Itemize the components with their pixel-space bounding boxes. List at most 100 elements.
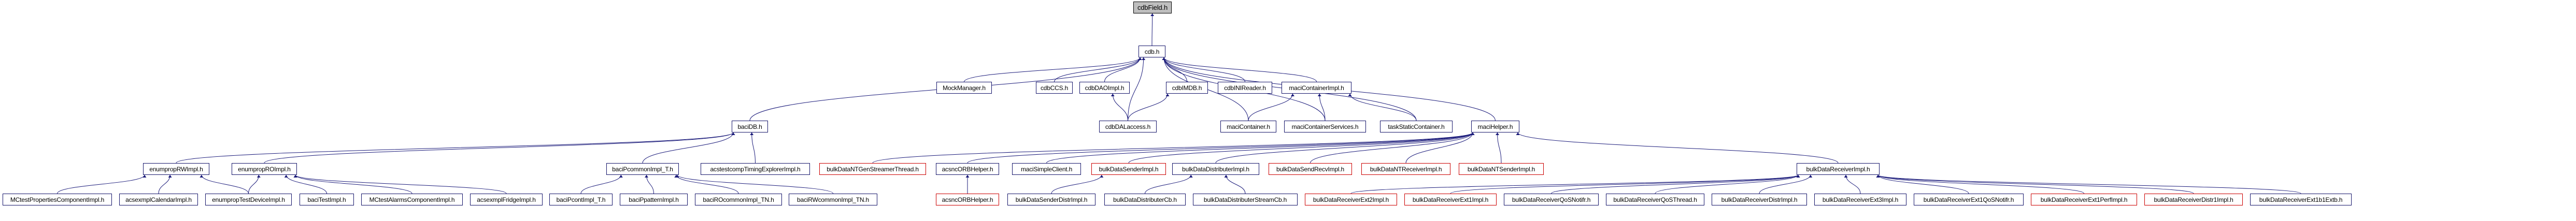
graph-node-bulkdatantreceiverimpl-h[interactable]: bulkDataNTReceiverImpl.h <box>1361 163 1450 175</box>
graph-node-cdbinireader-h[interactable]: cdbINIReader.h <box>1218 82 1272 94</box>
graph-node-bulkdatareceiverimpl-h[interactable]: bulkDataReceiverImpl.h <box>1797 163 1880 175</box>
graph-node-label: acsncORBHelper.h <box>942 196 993 203</box>
graph-node-label: bulkDataDistributerStreamCb.h <box>1203 196 1287 203</box>
graph-node-cdbdaoimpl-h[interactable]: cdbDAOImpl.h <box>1079 82 1130 94</box>
graph-node-bulkdatasenderimpl-h[interactable]: bulkDataSenderImpl.h <box>1091 163 1166 175</box>
graph-node-bulkdatareceiverdistr1impl-h[interactable]: bulkDataReceiverDistr1Impl.h <box>2144 194 2243 205</box>
graph-node-label: bulkDataReceiverExt3Impl.h <box>1822 196 1899 203</box>
graph-node-label: cdbINIReader.h <box>1224 84 1266 92</box>
graph-node-label: enumpropRWImpl.h <box>149 165 203 173</box>
graph-node-label: acsexmplCalendarImpl.h <box>125 196 192 203</box>
graph-node-label: bulkDataReceiverDistr1Impl.h <box>2154 196 2233 203</box>
graph-node-label: bulkDataReceiverQoSNotifr.h <box>1512 196 1591 203</box>
graph-node-label: cdb.h <box>1144 48 1160 55</box>
graph-node-label: baciPcontImpl_T.h <box>556 196 606 203</box>
graph-node-label: cdbDAOImpl.h <box>1085 84 1125 92</box>
graph-node-label: bulkDataNTReceiverImpl.h <box>1370 165 1442 173</box>
graph-node-label: bulkDataReceiverExt2Impl.h <box>1313 196 1389 203</box>
graph-node-bacipcontimpl-t-h[interactable]: baciPcontImpl_T.h <box>549 194 613 205</box>
graph-node-enumproprwimpl-h[interactable]: enumpropRWImpl.h <box>143 163 209 175</box>
graph-node-bulkdatareceiverext1b1extb-h[interactable]: bulkDataReceiverExt1b1Extb.h <box>2250 194 2352 205</box>
graph-node-bacippatternimpl-h[interactable]: baciPpatternImpl.h <box>620 194 688 205</box>
graph-node-label: acsexmplFridgeImpl.h <box>477 196 536 203</box>
graph-node-macicontainerservices-h[interactable]: maciContainerServices.h <box>1284 121 1366 132</box>
graph-node-label: cdbField.h <box>1137 4 1168 11</box>
graph-node-label: MockManager.h <box>943 84 986 92</box>
graph-node-bacirwcommonimpl-tn-h[interactable]: baciRWcommonImpl_TN.h <box>789 194 877 205</box>
graph-node-acsexmplfridgeimpl-h[interactable]: acsexmplFridgeImpl.h <box>470 194 543 205</box>
graph-node-label: bulkDataReceiverExt1Impl.h <box>1412 196 1489 203</box>
graph-node-bulkdatareceiverext1qosnotifr-h[interactable]: bulkDataReceiverExt1QoSNotifr.h <box>1914 194 2024 205</box>
graph-node-bulkdatareceiverext1impl-h[interactable]: bulkDataReceiverExt1Impl.h <box>1404 194 1497 205</box>
graph-node-label: acsncORBHelper.h <box>942 165 993 173</box>
graph-node-label: bulkDataSendRecvImpl.h <box>1276 165 1344 173</box>
graph-node-bulkdatareceiverext1perfimpl-h[interactable]: bulkDataReceiverExt1PerfImpl.h <box>2031 194 2137 205</box>
graph-node-label: bulkDataNTSenderImpl.h <box>1467 165 1535 173</box>
graph-node-label: maciContainerServices.h <box>1291 123 1359 130</box>
graph-node-label: bulkDataReceiverExt1QoSNotifr.h <box>1923 196 2014 203</box>
graph-node-bulkdatareceiverext2impl-h[interactable]: bulkDataReceiverExt2Impl.h <box>1305 194 1397 205</box>
graph-node-bulkdatasenderdistrimpl-h[interactable]: bulkDataSenderDistrImpl.h <box>1007 194 1095 205</box>
graph-node-cdbfield-h[interactable]: cdbField.h <box>1133 2 1172 13</box>
graph-node-label: maciContainerImpl.h <box>1289 84 1344 92</box>
graph-node-label: acstestcompTimingExplorerImpl.h <box>710 165 801 173</box>
graph-node-cdbccs-h[interactable]: cdbCCS.h <box>1036 82 1073 94</box>
graph-node-bacirocommonimpl-tn-h[interactable]: baciROcommonImpl_TN.h <box>695 194 782 205</box>
graph-node-acsncorbhelper-h[interactable]: acsncORBHelper.h <box>936 194 999 205</box>
graph-node-enumproproimpl-h[interactable]: enumpropROImpl.h <box>232 163 297 175</box>
graph-node-bacipcommonimpl-t-h[interactable]: baciPcommonImpl_T.h <box>606 163 679 175</box>
graph-node-bulkdatareceiverqosthread-h[interactable]: bulkDataReceiverQoSThread.h <box>1606 194 1704 205</box>
graph-node-label: maciSimpleClient.h <box>1020 165 1073 173</box>
graph-node-bulkdatareceiverext3impl-h[interactable]: bulkDataReceiverExt3Impl.h <box>1814 194 1906 205</box>
graph-node-label: bulkDataNTGenStreamerThread.h <box>827 165 919 173</box>
graph-node-mockmanager-h[interactable]: MockManager.h <box>936 82 992 94</box>
graph-node-label: bulkDataReceiverDistrImpl.h <box>1721 196 1798 203</box>
graph-node-label: cdbIMDB.h <box>1172 84 1202 92</box>
graph-node-label: bulkDataSenderDistrImpl.h <box>1015 196 1088 203</box>
graph-node-label: enumpropTestDeviceImpl.h <box>212 196 285 203</box>
graph-node-bulkdatareceiverdistrimpl-h[interactable]: bulkDataReceiverDistrImpl.h <box>1712 194 1807 205</box>
graph-node-bulkdatadistributercb-h[interactable]: bulkDataDistributerCb.h <box>1104 194 1186 205</box>
graph-node-mctestalarmscomponentimpl-h[interactable]: MCtestAlarmsComponentImpl.h <box>361 194 463 205</box>
graph-node-bulkdatadistributerstreamcb-h[interactable]: bulkDataDistributerStreamCb.h <box>1193 194 1298 205</box>
graph-node-label: maciContainer.h <box>1227 123 1270 130</box>
graph-node-cdb-h[interactable]: cdb.h <box>1138 46 1165 57</box>
graph-node-label: baciDB.h <box>737 123 762 130</box>
graph-node-bulkdatareceiverqosnotifr-h[interactable]: bulkDataReceiverQoSNotifr.h <box>1504 194 1599 205</box>
graph-node-acstestcomptimingexplorerimpl-h[interactable]: acstestcompTimingExplorerImpl.h <box>701 163 810 175</box>
graph-node-macihelper-h[interactable]: maciHelper.h <box>1471 121 1519 132</box>
graph-node-label: cdbCCS.h <box>1040 84 1069 92</box>
graph-node-taskstaticcontainer-h[interactable]: taskStaticContainer.h <box>1380 121 1453 132</box>
graph-node-enumproptestdeviceimpl-h[interactable]: enumpropTestDeviceImpl.h <box>205 194 292 205</box>
graph-node-label: bulkDataDistributerImpl.h <box>1182 165 1249 173</box>
graph-node-macicontainer-h[interactable]: maciContainer.h <box>1220 121 1276 132</box>
graph-node-label: bulkDataReceiverQoSThread.h <box>1613 196 1697 203</box>
graph-node-bacidb-h[interactable]: baciDB.h <box>732 121 768 132</box>
graph-node-label: MCtestAlarmsComponentImpl.h <box>369 196 455 203</box>
graph-node-label: bulkDataSenderImpl.h <box>1099 165 1159 173</box>
graph-node-label: baciRWcommonImpl_TN.h <box>797 196 869 203</box>
graph-node-label: baciROcommonImpl_TN.h <box>703 196 774 203</box>
graph-node-bulkdatasendrecvimpl-h[interactable]: bulkDataSendRecvImpl.h <box>1269 163 1352 175</box>
graph-node-macisimpleclient-h[interactable]: maciSimpleClient.h <box>1012 163 1081 175</box>
graph-node-bulkdatadistributerimpl-h[interactable]: bulkDataDistributerImpl.h <box>1172 163 1259 175</box>
graph-node-bulkdatantgenstreamerthread-h[interactable]: bulkDataNTGenStreamerThread.h <box>819 163 926 175</box>
graph-node-acsexmplcalendarimpl-h[interactable]: acsexmplCalendarImpl.h <box>119 194 198 205</box>
graph-node-cdbimdb-h[interactable]: cdbIMDB.h <box>1166 82 1208 94</box>
graph-node-label: bulkDataDistributerCb.h <box>1113 196 1177 203</box>
graph-node-bulkdatantsenderimpl-h[interactable]: bulkDataNTSenderImpl.h <box>1459 163 1544 175</box>
graph-node-label: baciPpatternImpl.h <box>629 196 679 203</box>
graph-node-macicontainerimpl-h[interactable]: maciContainerImpl.h <box>1282 82 1351 94</box>
graph-node-bacitestimpl-h[interactable]: baciTestImpl.h <box>300 194 354 205</box>
graph-node-acsncorbhelper-h[interactable]: acsncORBHelper.h <box>936 163 999 175</box>
graph-node-label: bulkDataReceiverImpl.h <box>1806 165 1870 173</box>
graph-node-label: bulkDataReceiverExt1b1Extb.h <box>2259 196 2343 203</box>
graph-node-label: maciHelper.h <box>1477 123 1513 130</box>
graph-node-mctestpropertiescomponentimpl-h[interactable]: MCtestPropertiesComponentImpl.h <box>3 194 112 205</box>
graph-node-label: baciPcommonImpl_T.h <box>612 165 673 173</box>
graph-node-cdbdalaccess-h[interactable]: cdbDALaccess.h <box>1099 121 1157 132</box>
graph-node-label: enumpropROImpl.h <box>238 165 291 173</box>
graph-node-label: baciTestImpl.h <box>307 196 346 203</box>
